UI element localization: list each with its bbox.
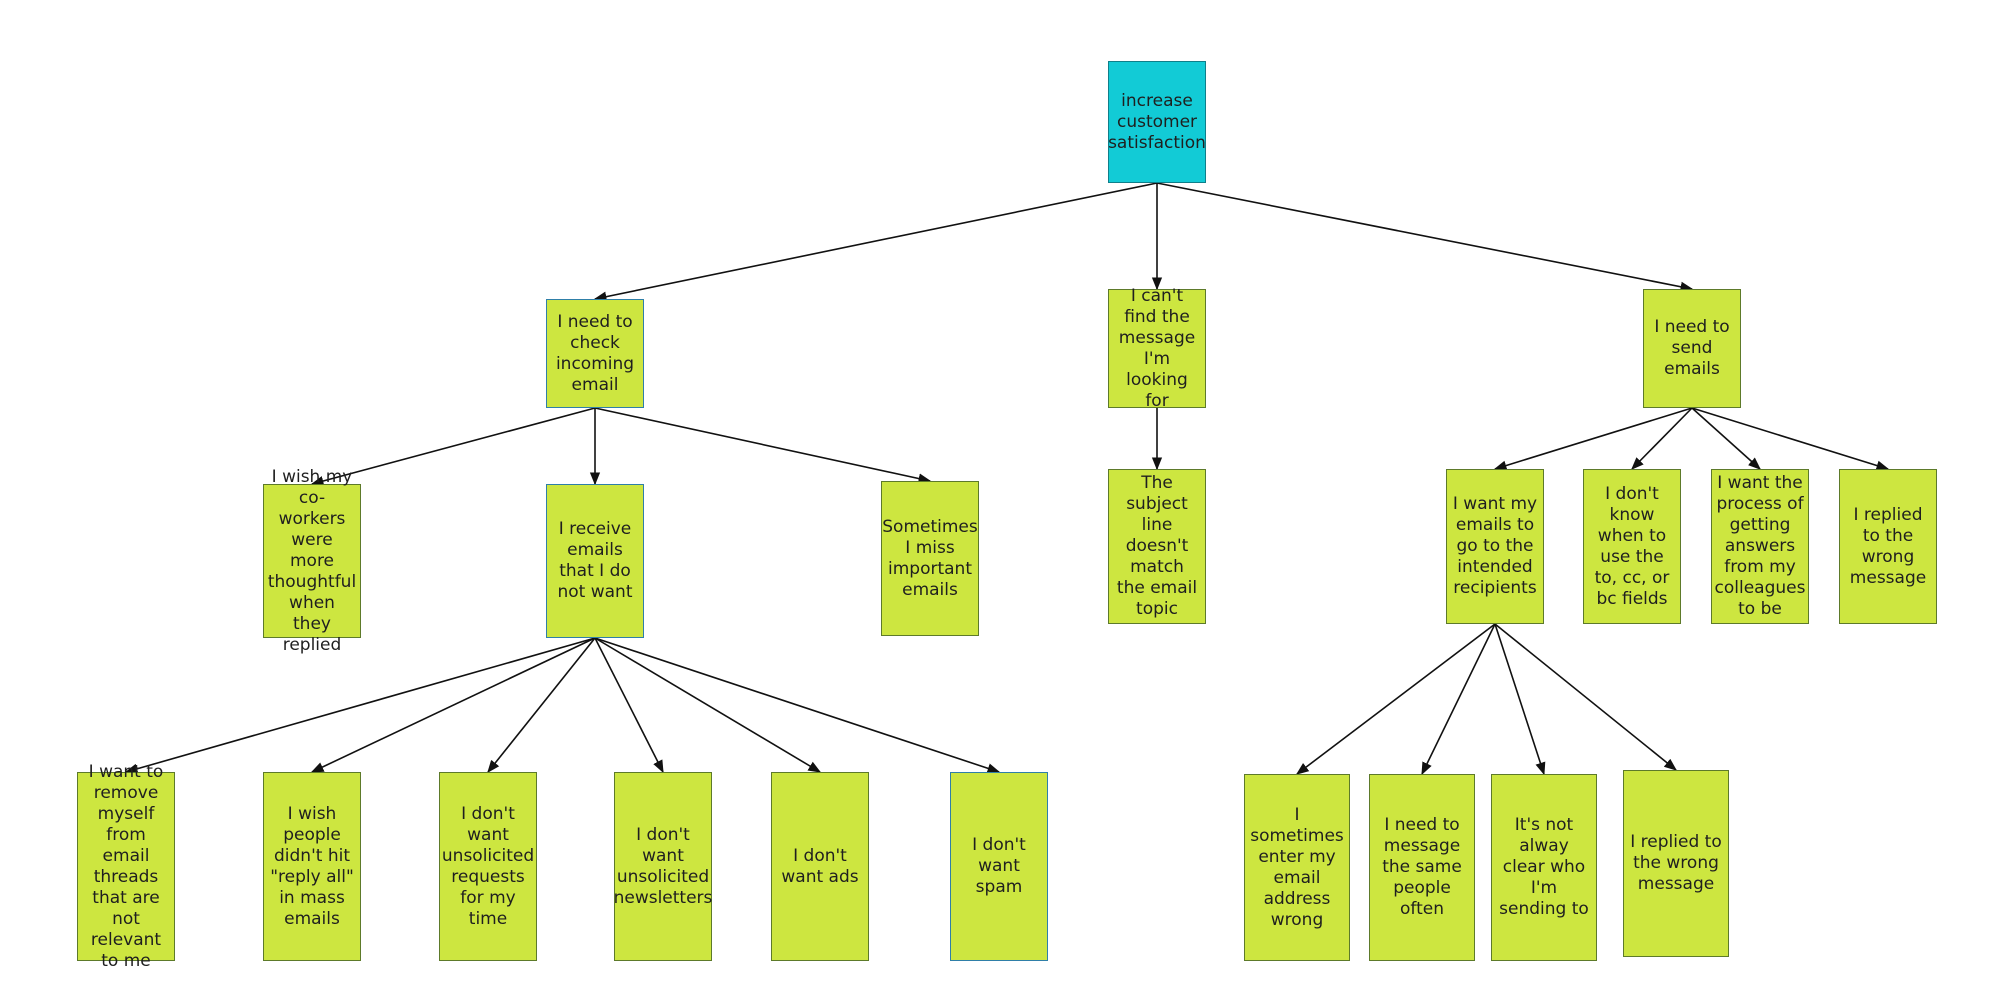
node-to-cc-bc[interactable]: I don't know when to use the to, cc, or … [1583, 469, 1681, 624]
edge-send-to-process [1691, 407, 1761, 470]
node-miss-important[interactable]: Sometimes I miss important emails [881, 481, 979, 636]
node-label: The subject line doesn't match the email… [1116, 473, 1198, 619]
edge-send-to-replied1 [1691, 407, 1890, 471]
node-label: I don't want unsolicited newsletters [613, 824, 713, 908]
edge-receive-to-requests [487, 637, 596, 774]
edge-check-to-miss [594, 407, 932, 484]
node-send-emails[interactable]: I need to send emails [1643, 289, 1741, 408]
edge-root-to-send [1156, 182, 1694, 292]
node-label: I don't know when to use the to, cc, or … [1594, 483, 1670, 609]
node-label: I can't find the message I'm looking for [1118, 285, 1196, 411]
node-same-people[interactable]: I need to message the same people often [1369, 774, 1475, 961]
edge-intended-to-replied2 [1494, 623, 1677, 771]
node-no-spam[interactable]: I don't want spam [950, 772, 1048, 961]
node-remove-threads[interactable]: I want to remove myself from email threa… [77, 762, 175, 971]
edge-send-to-tocc [1631, 407, 1693, 470]
node-cant-find[interactable]: I can't find the message I'm looking for [1108, 286, 1206, 411]
node-label: I want my emails to go to the intended r… [1452, 494, 1538, 598]
node-label: I receive emails that I do not want [557, 519, 633, 602]
node-coworkers-thoughtful[interactable]: I wish my co-workers were more thoughtfu… [263, 467, 361, 655]
node-receive-unwanted[interactable]: I receive emails that I do not want [546, 484, 644, 638]
edge-intended-to-same [1421, 623, 1496, 776]
node-label: I replied to the wrong message [1849, 504, 1927, 588]
node-label: I want to remove myself from email threa… [88, 761, 164, 971]
node-label: I wish my co-workers were more thoughtfu… [267, 466, 357, 655]
node-label: I need to check incoming email [555, 311, 635, 395]
edge-intended-to-address [1295, 623, 1496, 775]
edge-root-to-check [593, 182, 1158, 302]
node-label: I wish people didn't hit "reply all" in … [270, 803, 354, 929]
node-process-answers[interactable]: I want the process of getting answers fr… [1711, 469, 1809, 624]
edge-receive-to-ads [594, 637, 822, 773]
node-label: increase customer satisfaction [1108, 90, 1206, 153]
node-wrong-address[interactable]: I sometimes enter my email address wrong [1244, 774, 1350, 961]
node-root[interactable]: increase customer satisfaction [1108, 61, 1206, 183]
node-label: I replied to the wrong message [1630, 832, 1722, 894]
node-label: I don't want ads [781, 845, 859, 887]
edge-receive-to-newsletters [594, 637, 664, 774]
node-subject-line[interactable]: The subject line doesn't match the email… [1108, 469, 1206, 624]
edge-send-to-intended [1493, 407, 1693, 471]
node-label: It's not alway clear who I'm sending to [1499, 815, 1589, 919]
node-check-incoming[interactable]: I need to check incoming email [546, 299, 644, 408]
node-reply-all[interactable]: I wish people didn't hit "reply all" in … [263, 772, 361, 961]
node-replied-wrong-2[interactable]: I replied to the wrong message [1623, 770, 1729, 957]
edge-receive-to-remove [124, 637, 596, 774]
node-label: I don't want spam [972, 835, 1026, 897]
node-unsolicited-newsletters[interactable]: I don't want unsolicited newsletters [614, 772, 712, 961]
node-unsolicited-requests[interactable]: I don't want unsolicited requests for my… [439, 772, 537, 961]
node-not-clear[interactable]: It's not alway clear who I'm sending to [1491, 774, 1597, 961]
node-label: I don't want unsolicited requests for my… [441, 803, 535, 929]
edge-receive-to-replyall [310, 637, 596, 773]
edge-intended-to-notclear [1494, 623, 1546, 776]
node-label: I sometimes enter my email address wrong [1250, 804, 1344, 930]
node-label: I want the process of getting answers fr… [1714, 473, 1806, 619]
node-replied-wrong-1[interactable]: I replied to the wrong message [1839, 469, 1937, 624]
node-label: I need to message the same people often [1382, 815, 1462, 919]
node-no-ads[interactable]: I don't want ads [771, 772, 869, 961]
node-label: I need to send emails [1654, 317, 1730, 379]
edge-receive-to-spam [594, 637, 1001, 774]
node-label: Sometimes I miss important emails [882, 516, 978, 600]
node-intended-recipients[interactable]: I want my emails to go to the intended r… [1446, 469, 1544, 624]
